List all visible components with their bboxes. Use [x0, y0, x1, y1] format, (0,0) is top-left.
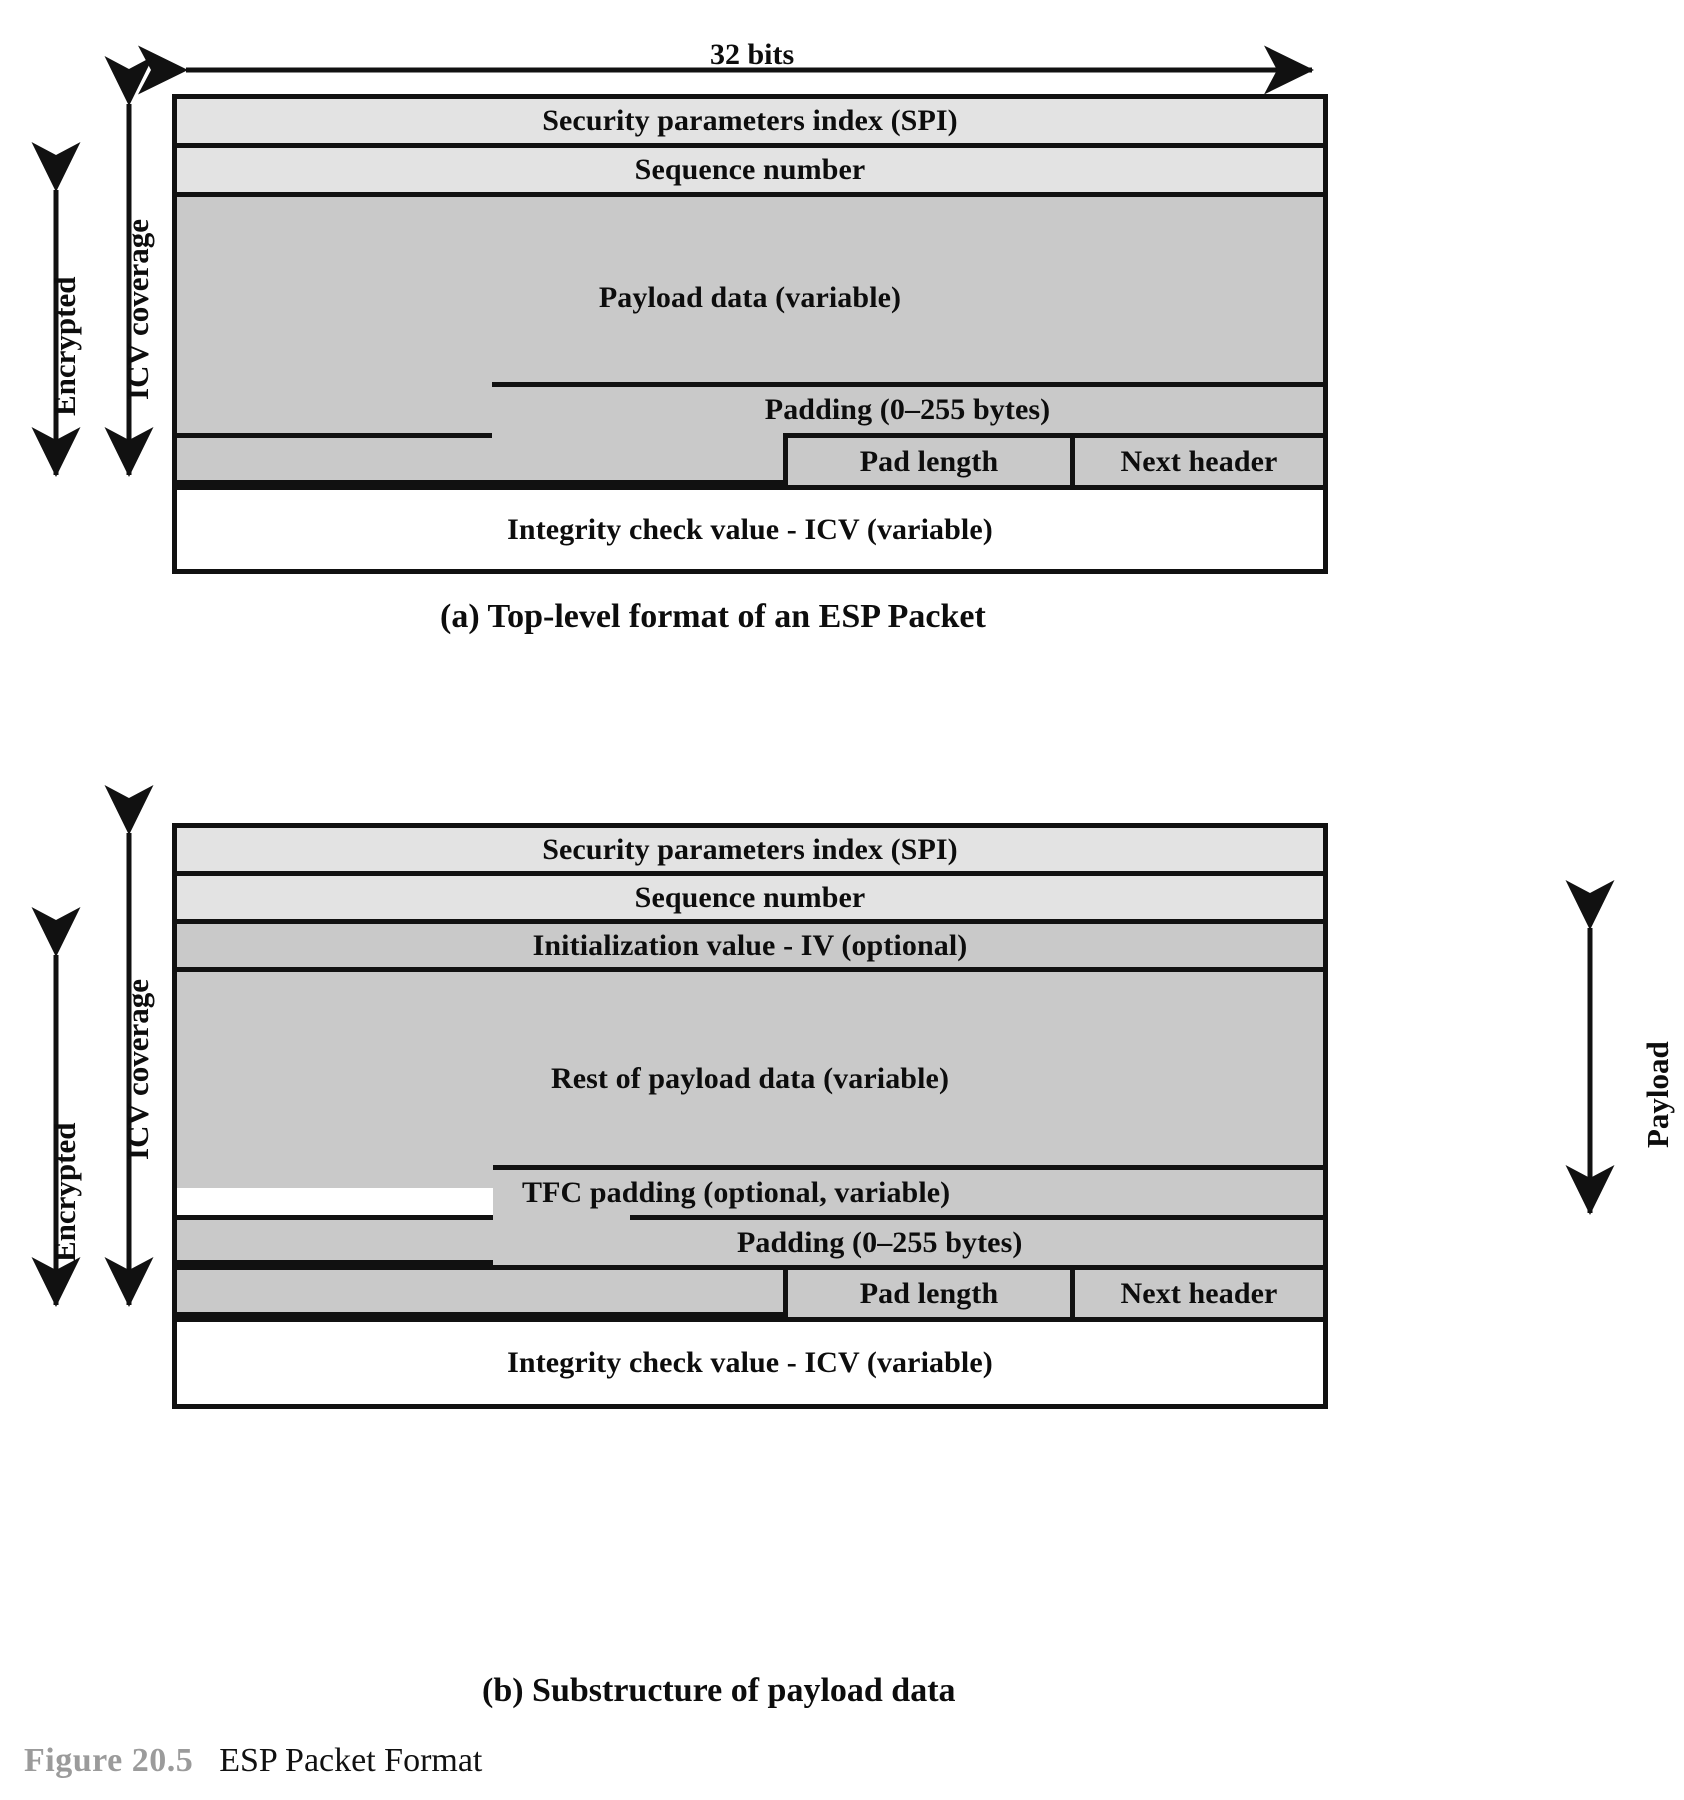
field-label: Payload data (variable)	[598, 281, 902, 314]
field-tfc-padding-b: TFC padding (optional, variable)	[493, 1165, 1323, 1215]
field-icv-a: Integrity check value - ICV (variable)	[177, 485, 1323, 569]
payload-label-b: Payload	[1640, 1041, 1675, 1148]
field-label: Padding (0–255 bytes)	[737, 1225, 1023, 1259]
field-sequence-number-b: Sequence number	[177, 876, 1323, 924]
esp-packet-b: Security parameters index (SPI) Sequence…	[172, 823, 1328, 1409]
field-icv-b: Integrity check value - ICV (variable)	[177, 1317, 1323, 1404]
encrypted-label-a: Encrypted	[47, 276, 82, 417]
field-label: Integrity check value - ICV (variable)	[507, 1346, 993, 1379]
padding-step-left-a	[177, 433, 492, 485]
field-label: Padding (0–255 bytes)	[764, 393, 1051, 426]
field-label: Rest of payload data (variable)	[550, 1062, 950, 1095]
field-pad-length-b: Pad length	[783, 1265, 1075, 1317]
field-label: Security parameters index (SPI)	[542, 104, 958, 137]
field-spi-a: Security parameters index (SPI)	[177, 99, 1323, 148]
field-padding-a: Padding (0–255 bytes)	[492, 382, 1323, 433]
field-sequence-number-a: Sequence number	[177, 148, 1323, 197]
field-label: Security parameters index (SPI)	[542, 832, 958, 866]
field-next-header-a: Next header	[1075, 433, 1323, 485]
field-label: Next header	[1120, 1276, 1278, 1310]
esp-packet-a: Security parameters index (SPI) Sequence…	[172, 94, 1328, 574]
tfc-step-left-b	[177, 1215, 493, 1265]
field-label: Integrity check value - ICV (variable)	[507, 512, 993, 546]
field-label: Next header	[1120, 444, 1278, 478]
field-label: Sequence number	[634, 153, 866, 186]
field-padding-b: Padding (0–255 bytes)	[630, 1215, 1323, 1265]
field-iv-b: Initialization value - IV (optional)	[177, 924, 1323, 972]
figure-number: Figure 20.5	[24, 1742, 194, 1779]
icv-coverage-label-b: ICV coverage	[120, 978, 155, 1160]
icv-coverage-label-a: ICV coverage	[120, 218, 155, 400]
field-pad-length-a: Pad length	[783, 433, 1075, 485]
figure-caption: Figure 20.5 ESP Packet Format	[24, 1742, 482, 1780]
field-spi-b: Security parameters index (SPI)	[177, 828, 1323, 876]
field-label: Sequence number	[634, 880, 866, 914]
field-label: Pad length	[859, 444, 999, 478]
field-rest-of-payload-b: Rest of payload data (variable)	[177, 972, 1323, 1188]
width-label-a: 32 bits	[710, 38, 795, 71]
padding-step-left-b	[493, 1215, 630, 1265]
field-label: Initialization value - IV (optional)	[532, 928, 968, 962]
padlen-row-left-b	[177, 1265, 783, 1317]
caption-a: (a) Top-level format of an ESP Packet	[440, 598, 986, 635]
caption-b: (b) Substructure of payload data	[482, 1672, 956, 1709]
figure-title: ESP Packet Format	[219, 1742, 483, 1779]
encrypted-label-b: Encrypted	[47, 1122, 82, 1263]
field-label: Pad length	[859, 1276, 999, 1310]
field-next-header-b: Next header	[1075, 1265, 1323, 1317]
field-label: TFC padding (optional, variable)	[522, 1175, 951, 1209]
